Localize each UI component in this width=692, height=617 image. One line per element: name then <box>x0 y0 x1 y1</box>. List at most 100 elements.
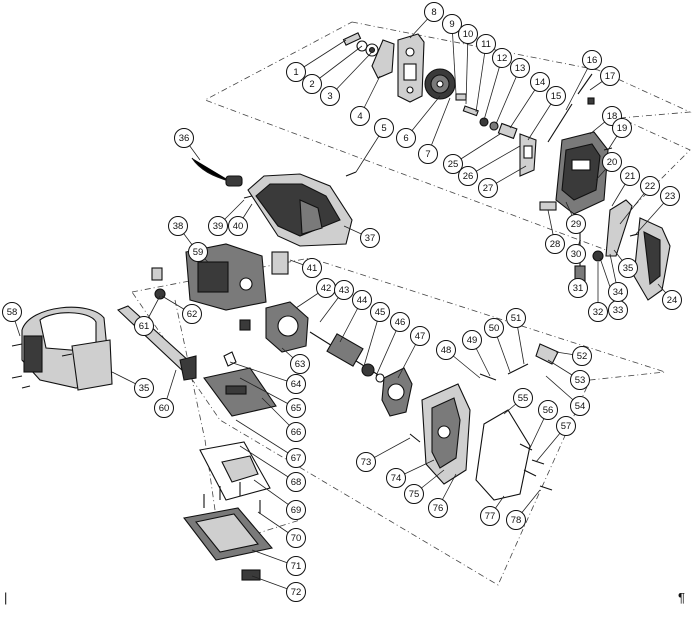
plunger-holder-plate <box>397 33 425 103</box>
callout-number: 21 <box>625 171 636 182</box>
callout-50: 50 <box>484 318 504 338</box>
callout-number: 61 <box>139 321 150 332</box>
callout-circle <box>510 58 530 78</box>
callout-number: 69 <box>291 505 302 516</box>
callout-number: 57 <box>561 421 572 432</box>
base-plate-upper <box>199 441 271 514</box>
callout-circle <box>286 472 306 492</box>
callout-66: 66 <box>286 422 306 442</box>
callout-number: 1 <box>293 67 298 78</box>
callout-number: 26 <box>463 171 474 182</box>
callout-circle <box>424 2 444 22</box>
callout-47: 47 <box>410 326 430 346</box>
callout-circle <box>506 510 526 530</box>
callout-number: 10 <box>463 29 474 40</box>
leader-lines <box>11 11 673 593</box>
callout-circle <box>2 302 22 322</box>
callout-48: 48 <box>436 340 456 360</box>
callout-circle <box>208 216 228 236</box>
leader-line <box>467 145 521 177</box>
callout-number: 59 <box>193 247 204 258</box>
slider-pin-parts <box>547 73 595 143</box>
screws <box>11 147 639 389</box>
callout-52: 52 <box>572 346 592 366</box>
callout-58: 58 <box>2 302 22 322</box>
callout-number: 45 <box>375 307 386 318</box>
callout-circle <box>545 234 565 254</box>
callout-bubbles: 1234567891011121314151617181920212223242… <box>2 2 682 602</box>
callout-circle <box>320 86 340 106</box>
callout-75: 75 <box>404 484 424 504</box>
leader-line <box>229 361 297 385</box>
callout-67: 67 <box>286 448 306 468</box>
callout-number: 27 <box>483 183 494 194</box>
callout-number: 19 <box>617 123 628 134</box>
leader-line <box>311 45 363 85</box>
callout-7: 7 <box>418 144 438 164</box>
leader-line <box>239 445 297 483</box>
callout-circle <box>352 290 372 310</box>
callout-42: 42 <box>316 278 336 298</box>
base-assembly-outline <box>174 299 301 546</box>
callout-number: 7 <box>425 149 430 160</box>
left-page-mark: | <box>4 590 8 605</box>
front-cover <box>633 217 671 301</box>
callout-number: 65 <box>291 403 302 414</box>
callout-number: 68 <box>291 477 302 488</box>
callout-circle <box>640 176 660 196</box>
callout-circle <box>134 316 154 336</box>
callout-15: 15 <box>546 86 566 106</box>
leader-line <box>329 51 373 97</box>
leader-line <box>239 377 297 409</box>
callout-circle <box>286 422 306 442</box>
leader-line <box>235 419 297 459</box>
callout-circle <box>484 318 504 338</box>
callout-circle <box>478 178 498 198</box>
callout-number: 67 <box>291 453 302 464</box>
callout-number: 66 <box>291 427 302 438</box>
callout-number: 43 <box>339 285 350 296</box>
callout-54: 54 <box>570 396 590 416</box>
callout-circle <box>506 308 526 328</box>
callout-circle <box>286 62 306 82</box>
callout-circle <box>442 14 462 34</box>
field-coil <box>265 301 309 353</box>
callout-number: 24 <box>667 295 678 306</box>
callout-number: 74 <box>391 473 402 484</box>
callout-45: 45 <box>370 302 390 322</box>
callout-circle <box>182 304 202 324</box>
callout-number: 70 <box>291 533 302 544</box>
callout-circle <box>600 66 620 86</box>
callout-64: 64 <box>286 374 306 394</box>
callout-number: 51 <box>511 313 522 324</box>
callout-number: 36 <box>179 133 190 144</box>
callout-circle <box>134 378 154 398</box>
callout-circle <box>350 106 370 126</box>
callout-41: 41 <box>302 258 322 278</box>
right-page-mark: ¶ <box>678 590 685 605</box>
callout-circle <box>538 400 558 420</box>
callout-circle <box>513 388 533 408</box>
callout-circle <box>302 258 322 278</box>
callout-65: 65 <box>286 398 306 418</box>
callout-number: 3 <box>327 91 332 102</box>
callout-circle <box>618 258 638 278</box>
callout-8: 8 <box>424 2 444 22</box>
callout-circle <box>168 216 188 236</box>
leader-line <box>465 33 469 105</box>
callout-number: 72 <box>291 587 302 598</box>
callout-circle <box>660 186 680 206</box>
callout-19: 19 <box>612 118 632 138</box>
callout-69: 69 <box>286 500 306 520</box>
callout-number: 35 <box>139 383 150 394</box>
callout-number: 6 <box>403 133 408 144</box>
base-shoe <box>183 507 274 581</box>
callout-circle <box>410 326 430 346</box>
callout-17: 17 <box>600 66 620 86</box>
callout-20: 20 <box>602 152 622 172</box>
callout-circle <box>662 290 682 310</box>
upper-assembly-outline <box>204 21 692 251</box>
callout-68: 68 <box>286 472 306 492</box>
leader-line <box>495 67 521 125</box>
callout-12: 12 <box>492 48 512 68</box>
